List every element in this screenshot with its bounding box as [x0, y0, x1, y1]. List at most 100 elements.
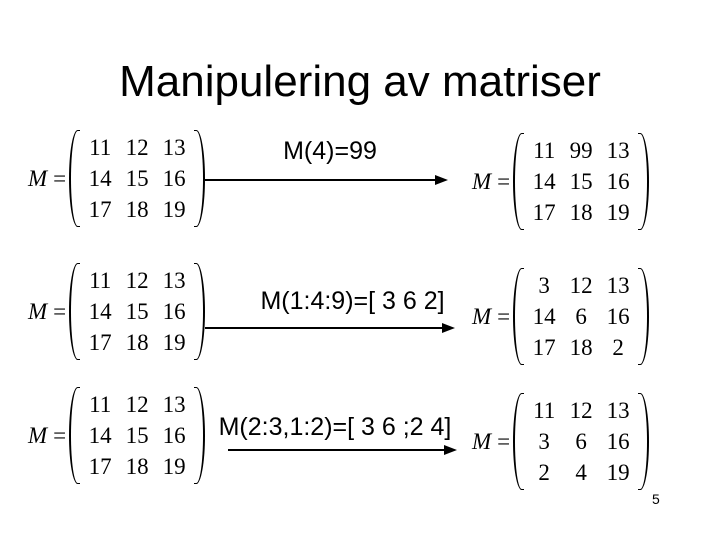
equals-sign: = — [497, 428, 511, 454]
matrix-cell: 16 — [162, 299, 186, 324]
left-paren-icon — [513, 393, 525, 490]
left-paren-icon — [513, 268, 525, 365]
equals-sign: = — [497, 303, 511, 329]
matrix-cell: 14 — [88, 166, 112, 191]
matrix-cell: 11 — [89, 268, 112, 293]
matrix-cell: 13 — [162, 135, 186, 160]
matrix-cell: 18 — [125, 454, 149, 479]
matrix-row1-source: M = 11 12 13 14 15 16 17 18 19 — [28, 130, 206, 227]
matrix-cell: 2 — [538, 460, 550, 485]
matrix-row3-source: M = 11 12 13 14 15 16 17 18 19 — [28, 387, 206, 484]
matrix-cell: 13 — [606, 398, 630, 423]
matrix-cell: 19 — [162, 454, 186, 479]
matrix-cell: 19 — [606, 200, 630, 225]
matrix-cell: 17 — [88, 330, 112, 355]
matrix-variable: M — [472, 168, 492, 194]
matrix-cell: 15 — [569, 169, 593, 194]
matrix-cell: 4 — [575, 460, 587, 485]
left-paren-icon — [69, 387, 81, 484]
matrix-cell: 16 — [606, 169, 630, 194]
matrix-cell: 11 — [89, 135, 112, 160]
operation-label-row2: M(1:4:9)=[ 3 6 2] — [260, 287, 445, 315]
slide-title: Manipulering av matriser — [119, 57, 601, 106]
matrix-cell: 19 — [606, 460, 630, 485]
matrix-variable: M — [28, 298, 48, 324]
matrix-cell: 18 — [569, 335, 593, 360]
matrix-cell: 15 — [125, 166, 149, 191]
matrix-cell: 17 — [532, 200, 556, 225]
arrow-head — [442, 323, 455, 333]
matrix-cell: 3 — [538, 273, 550, 298]
matrix-cell: 3 — [538, 429, 550, 454]
arrow-line — [228, 449, 451, 451]
matrix-cell: 16 — [162, 423, 186, 448]
left-paren-icon — [69, 263, 81, 360]
matrix-cell: 18 — [125, 330, 149, 355]
matrix-cell: 14 — [532, 304, 556, 329]
matrix-row2-result: M = 3 12 13 14 6 16 17 18 2 — [472, 268, 650, 365]
right-paren-icon — [638, 393, 650, 490]
arrow-right-icon — [205, 172, 448, 188]
operation-label-row3: M(2:3,1:2)=[ 3 6 ;2 4] — [218, 413, 452, 441]
matrix-cell: 12 — [125, 392, 149, 417]
arrow-head — [444, 445, 457, 455]
matrix-cell: 15 — [125, 423, 149, 448]
matrix-cell: 13 — [162, 392, 186, 417]
matrix-variable: M — [28, 165, 48, 191]
arrow-right-icon — [205, 320, 455, 336]
matrix-row2-source: M = 11 12 13 14 15 16 17 18 19 — [28, 263, 206, 360]
matrix-cell: 6 — [575, 304, 587, 329]
matrix-cell: 19 — [162, 197, 186, 222]
right-paren-icon — [638, 133, 650, 230]
matrix-row1-result: M = 11 99 13 14 15 16 17 18 19 — [472, 133, 650, 230]
matrix-grid: 11 12 13 3 6 16 2 4 19 — [524, 393, 638, 490]
matrix-row3-result: M = 11 12 13 3 6 16 2 4 19 — [472, 393, 650, 490]
matrix-cell: 99 — [569, 138, 593, 163]
matrix-cell: 19 — [162, 330, 186, 355]
matrix-cell: 15 — [125, 299, 149, 324]
matrix-cell: 12 — [125, 268, 149, 293]
matrix-cell: 13 — [606, 138, 630, 163]
matrix-cell: 6 — [575, 429, 587, 454]
matrix-cell: 18 — [569, 200, 593, 225]
matrix-cell: 16 — [606, 429, 630, 454]
matrix-cell: 14 — [88, 299, 112, 324]
matrix-grid: 11 12 13 14 15 16 17 18 19 — [80, 130, 194, 227]
matrix-grid: 11 12 13 14 15 16 17 18 19 — [80, 387, 194, 484]
arrow-right-icon — [228, 442, 457, 458]
matrix-variable: M — [28, 422, 48, 448]
matrix-cell: 12 — [569, 273, 593, 298]
arrow-head — [435, 175, 448, 185]
operation-label-row1: M(4)=99 — [283, 137, 377, 165]
equals-sign: = — [53, 422, 67, 448]
matrix-cell: 14 — [88, 423, 112, 448]
matrix-grid: 3 12 13 14 6 16 17 18 2 — [524, 268, 638, 365]
matrix-cell: 17 — [88, 197, 112, 222]
right-paren-icon — [194, 263, 206, 360]
matrix-cell: 17 — [532, 335, 556, 360]
matrix-variable: M — [472, 303, 492, 329]
equals-sign: = — [53, 165, 67, 191]
matrix-variable: M — [472, 428, 492, 454]
matrix-grid: 11 12 13 14 15 16 17 18 19 — [80, 263, 194, 360]
matrix-cell: 13 — [606, 273, 630, 298]
matrix-grid: 11 99 13 14 15 16 17 18 19 — [524, 133, 638, 230]
matrix-cell: 17 — [88, 454, 112, 479]
matrix-cell: 14 — [532, 169, 556, 194]
left-paren-icon — [513, 133, 525, 230]
matrix-cell: 12 — [569, 398, 593, 423]
right-paren-icon — [194, 387, 206, 484]
equals-sign: = — [53, 298, 67, 324]
matrix-cell: 11 — [89, 392, 112, 417]
equals-sign: = — [497, 168, 511, 194]
matrix-cell: 12 — [125, 135, 149, 160]
matrix-cell: 11 — [533, 398, 556, 423]
matrix-cell: 2 — [612, 335, 624, 360]
matrix-cell: 13 — [162, 268, 186, 293]
arrow-line — [205, 327, 449, 329]
matrix-cell: 16 — [606, 304, 630, 329]
arrow-line — [205, 179, 442, 181]
right-paren-icon — [194, 130, 206, 227]
page-number: 5 — [652, 491, 660, 507]
